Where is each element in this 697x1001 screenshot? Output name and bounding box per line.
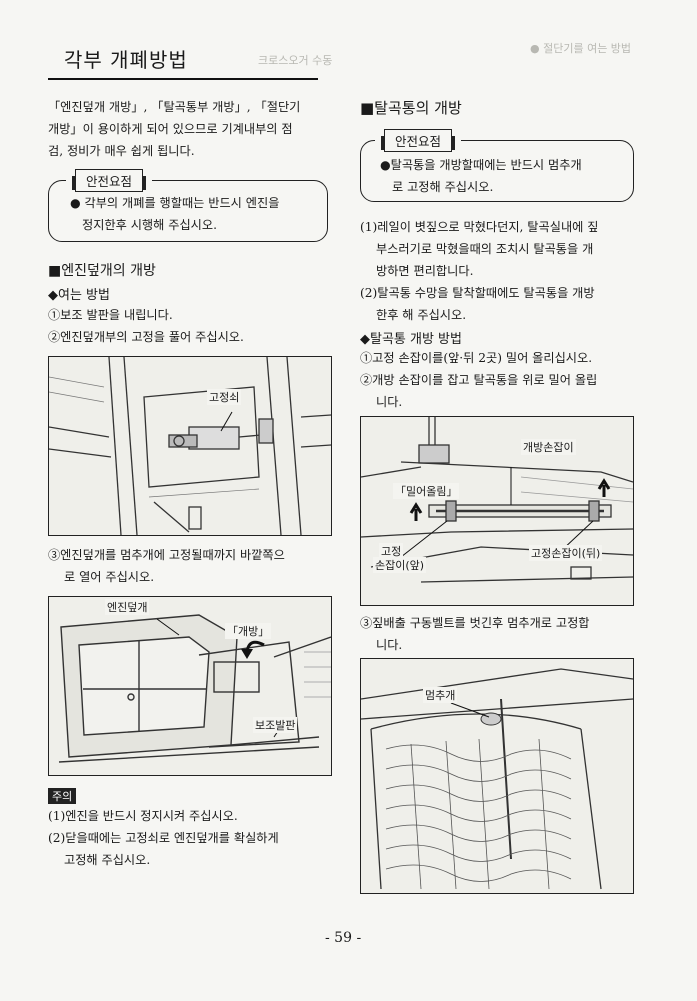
fig2-label-step: 보조발판 [253,717,298,733]
fig3-label-open-handle: 개방손잡이 [521,439,576,455]
bleed-through-text: ● 절단기를 여는 방법 [530,42,632,55]
safety-box-right [360,140,634,202]
figure-engine-cover-latch: 고정쇠 [48,356,332,536]
fig3-label-fix-front-2: 손잡이(앞) [373,557,427,573]
label-bar-left [72,175,75,190]
engine-cover-steps: ①보조 발판을 내립니다. ②엔진덮개부의 고정을 풀어 주십시오. [48,308,244,344]
intro-line: 개방」이 용이하게 되어 있으므로 기계내부의 점 [48,122,293,136]
fig3-label-fix-front-1: 고정 [379,543,404,559]
thresher-notes: (1)레일이 볏짚으로 막혔다던지, 탈곡실내에 짚 부스러기로 막혔을때의 조… [360,220,599,322]
thresher-step3: ③짚배출 구동벨트를 벗긴후 멈추개로 고정합 니다. [360,616,590,652]
page-title: 각부 개폐방법 [64,48,188,72]
fig4-label-stopper: 멈추개 [423,687,458,703]
label-bar-right [143,175,147,190]
thresher-heading: ■탈곡통의 개방 [360,99,462,117]
safety-box-left [48,180,328,242]
caution-tag: 주의 [48,788,77,804]
thresher-method: ◆탈곡통 개방 방법 [360,332,462,347]
engine-cover-heading: ■엔진덮개의 개방 [48,263,156,279]
label-bar-right [452,135,456,150]
figure-engine-cover-open: 엔진덮개 「개방」 보조발판 [48,596,332,776]
safety-text-right: ●탈곡통을 개방할때에는 반드시 멈추개 로 고정해 주십시오. [380,158,582,194]
engine-cover-step3: ③엔진덮개를 멈추개에 고정될때까지 바깥쪽으 로 열어 주십시오. [48,548,285,584]
fig3-label-push-up: 「밀어올림」 [393,483,460,499]
page-header: 각부 개폐방법 [48,44,318,80]
safety-label-right: 안전요점 [375,129,462,152]
safety-label-left: 안전요점 [66,169,153,192]
fig2-label-open: 「개방」 [225,623,272,639]
thresher-steps: ①고정 손잡이를(앞·뒤 2곳) 밀어 올리십시오. ②개방 손잡이를 잡고 탈… [360,351,598,409]
label-bar-left [381,135,384,150]
figure-thresher-handles: 개방손잡이 「밀어올림」 고정 손잡이(앞) 고정손잡이(뒤) [360,416,634,606]
figure-thresher-stopper: 멈추개 [360,658,634,894]
engine-cover-cautions: (1)엔진을 반드시 정지시켜 주십시오. (2)닫을때에는 고정쇠로 엔진덮개… [48,809,279,867]
engine-cover-method: ◆여는 방법 [48,288,110,303]
thresher-handles-illustration [361,417,633,583]
fig2-label-cover: 엔진덮개 [105,599,150,615]
intro-line: 「엔진덮개 개방」, 「탈곡통부 개방」, 「절단기 [48,100,301,114]
fig1-label-latch: 고정쇠 [207,389,242,405]
thresher-stopper-illustration [361,668,633,890]
open-cover-illustration [58,614,331,763]
latch-illustration [49,357,331,535]
safety-text-left: ● 각부의 개폐를 행할때는 반드시 엔진을 정지한후 시행해 주십시오. [70,196,280,232]
intro-paragraph: 「엔진덮개 개방」, 「탈곡통부 개방」, 「절단기 개방」이 용이하게 되어 … [48,96,333,162]
fig3-label-fix-rear: 고정손잡이(뒤) [529,545,603,561]
bleed-through-text: 크로스오거 수동 [258,54,333,67]
header-rule [48,78,318,80]
page-number: - 59 - [325,930,362,946]
intro-line: 검, 정비가 매우 쉽게 됩니다. [48,144,195,158]
